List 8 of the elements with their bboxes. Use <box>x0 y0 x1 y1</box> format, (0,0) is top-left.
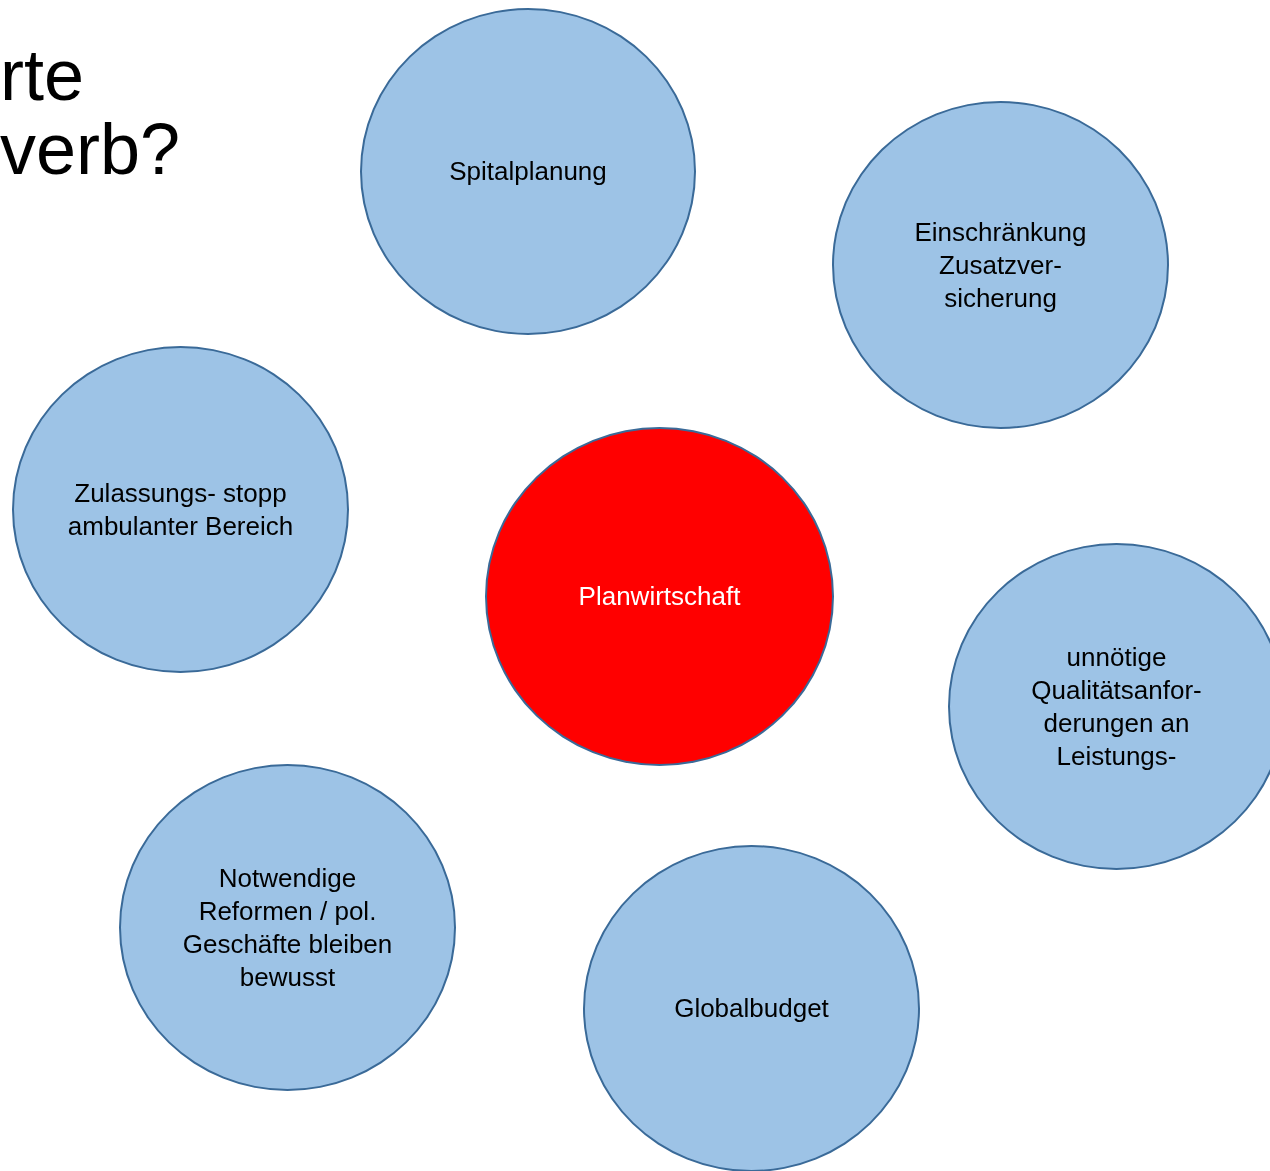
circle-label: Globalbudget <box>674 992 829 1025</box>
circle-label: Notwendige Reformen / pol. Geschäfte bleiben bewusst <box>181 861 394 994</box>
circle-label: Spitalplanung <box>449 155 607 188</box>
circle-label: unnötige Qualitätsanfor- derungen an Leistungs- <box>1030 640 1203 773</box>
circle-label: Zulassungs- stopp ambulanter Bereich <box>66 476 295 543</box>
circle-label: Planwirtschaft <box>578 580 741 613</box>
slide-title: rte verb? <box>0 38 182 186</box>
circle-label: Einschränkung Zusatzver- sicherung <box>913 215 1088 315</box>
